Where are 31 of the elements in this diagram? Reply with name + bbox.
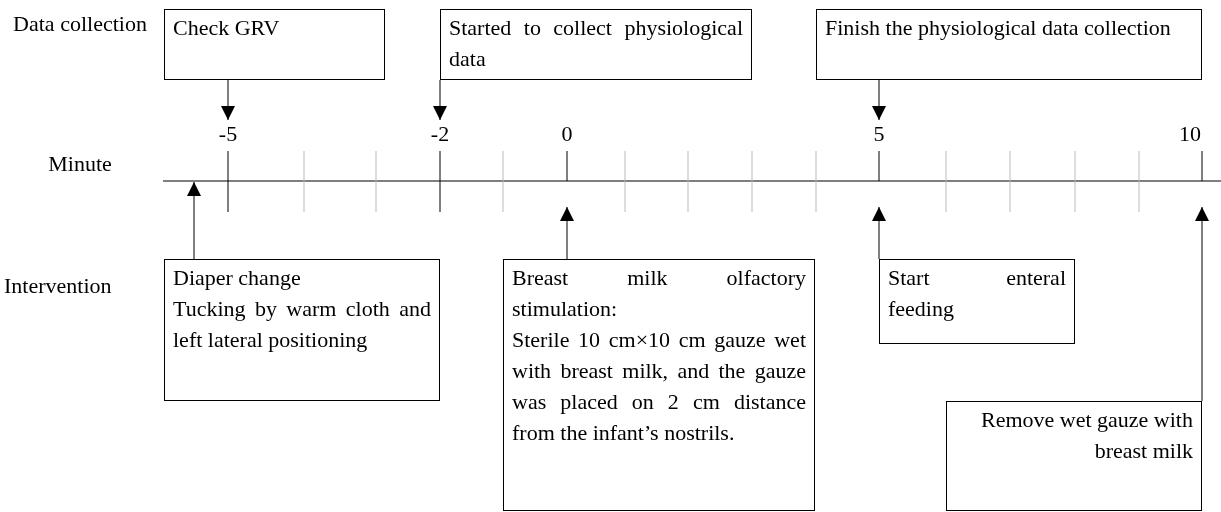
event-text: Diaper change (173, 264, 302, 292)
arrow (187, 181, 201, 260)
arrow (872, 79, 886, 121)
tick-label: -5 (208, 120, 248, 148)
event-text: Check GRV (173, 14, 281, 42)
row-label: Minute (47, 150, 113, 178)
tick-label: 0 (547, 120, 587, 148)
tick-label: -2 (420, 120, 460, 148)
event-box (440, 9, 752, 80)
tick-label: 10 (1170, 120, 1210, 148)
event-text: Sterile 10 cm×10 cm gauze wet with breast milk, and the gauze was placed on 2 cm distance from the infant’s nostrils. (512, 326, 806, 447)
arrow (872, 206, 886, 260)
event-box (816, 9, 1202, 80)
arrow (560, 206, 574, 260)
event-box (503, 259, 815, 511)
event-text: Breast milk olfactory stimulation: (512, 264, 806, 323)
arrow (221, 79, 235, 121)
event-text: Started to collect physiological data (449, 14, 743, 73)
event-text: Tucking by warm cloth and left lateral positioning (173, 295, 431, 354)
event-box (879, 259, 1075, 344)
event-text: Remove wet gauze with breast milk (980, 406, 1193, 465)
row-label: Intervention (4, 272, 113, 300)
event-box (946, 401, 1202, 511)
tick-label: 5 (859, 120, 899, 148)
arrow (1195, 206, 1209, 402)
event-box (164, 259, 440, 401)
event-text: Finish the physiological data collection (825, 14, 1172, 42)
event-text: Start enteral feeding (888, 264, 1066, 323)
arrow (433, 79, 447, 121)
row-label: Data collection (12, 10, 148, 38)
event-box (164, 9, 385, 80)
